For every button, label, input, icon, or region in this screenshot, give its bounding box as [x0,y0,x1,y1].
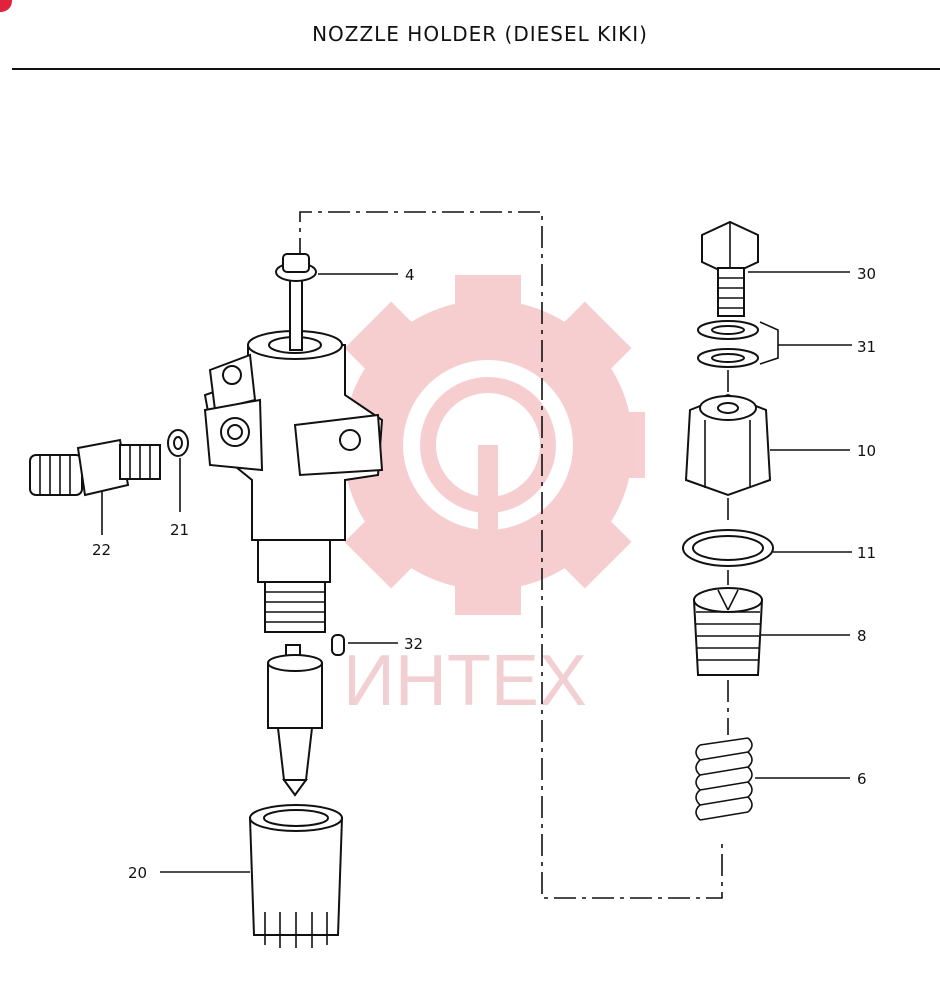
callout-8: 8 [857,627,867,645]
part-10-cap-nut [684,393,850,497]
nozzle [267,644,323,797]
connector-line [299,211,723,899]
callout-6: 6 [857,770,867,788]
callout-22: 22 [92,541,111,559]
part-4-rod [275,253,398,351]
nozzle-holder-body [203,330,384,633]
callout-32: 32 [404,635,423,653]
callout-30: 30 [857,265,876,283]
callout-31: 31 [857,338,876,356]
part-30-bolt [701,220,850,317]
page-title: NOZZLE HOLDER (DIESEL KIKI) [312,22,648,46]
callout-10: 10 [857,442,876,460]
callout-4: 4 [405,266,415,284]
watermark-text: ИНТЕХ [343,641,587,721]
part-11-o-ring [682,529,852,567]
part-20-nut [160,804,344,948]
title-rule [12,68,940,70]
part-32-pin [331,634,398,656]
callout-20: 20 [128,864,147,882]
part-22-connector [29,438,161,535]
callout-21: 21 [170,521,189,539]
watermark-gear-logo [330,275,645,615]
part-31-washers [697,320,852,368]
part-8-spring-seat [692,587,850,676]
part-6-spring [695,737,850,821]
part-21-washer [167,429,189,512]
callout-11: 11 [857,544,876,562]
